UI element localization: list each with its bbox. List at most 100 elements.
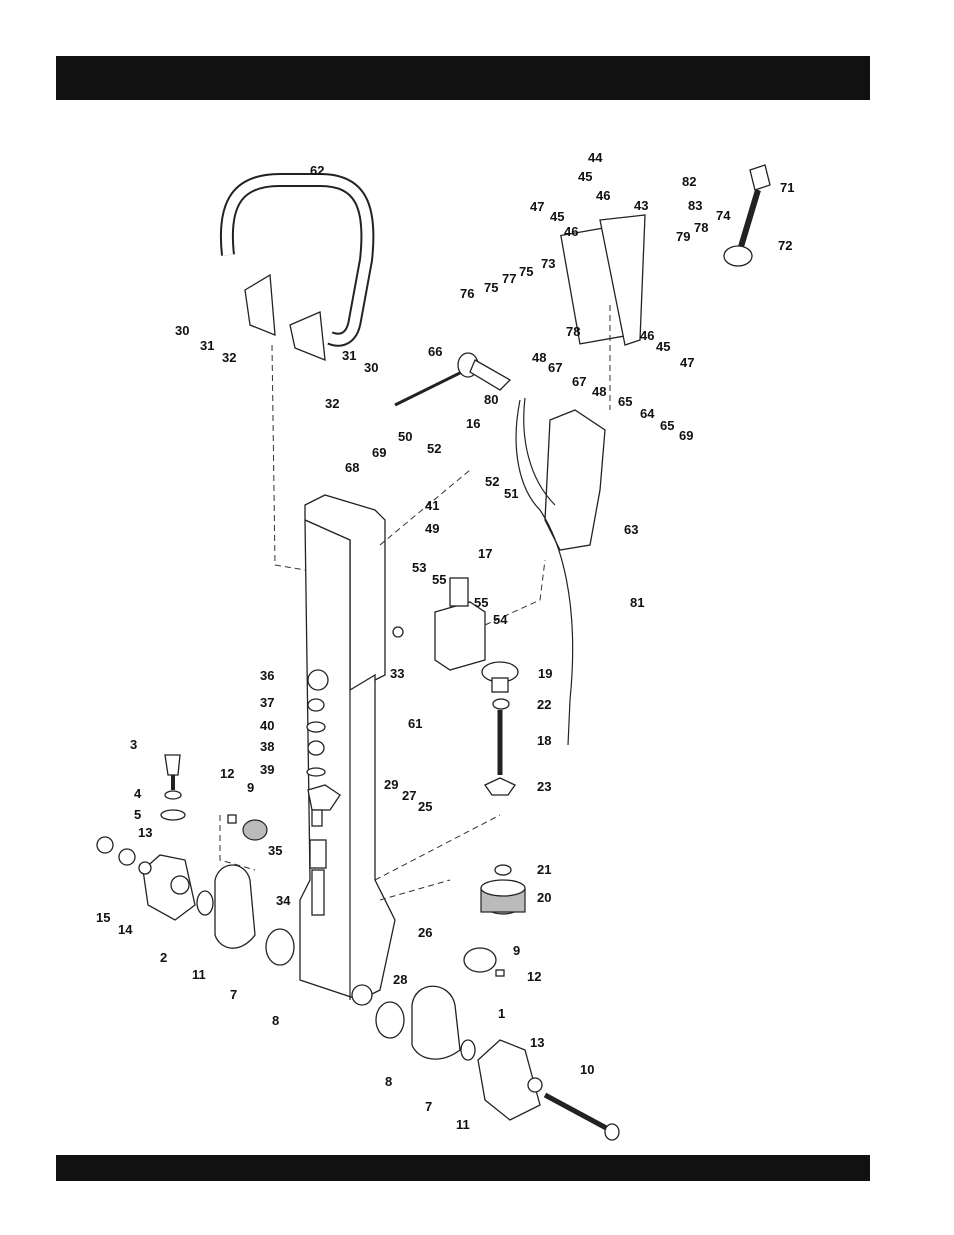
callout-label: 48 <box>592 384 606 399</box>
callout-label: 12 <box>527 969 541 984</box>
callout-label: 4 <box>134 786 142 801</box>
callout-label: 13 <box>138 825 152 840</box>
handle-bar <box>227 180 368 360</box>
callout-label: 82 <box>682 174 696 189</box>
callout-label: 52 <box>427 441 441 456</box>
callout-label: 9 <box>513 943 520 958</box>
callout-label: 25 <box>418 799 432 814</box>
callout-label: 36 <box>260 668 274 683</box>
callout-label: 18 <box>537 733 551 748</box>
callout-label: 79 <box>676 229 690 244</box>
stud-assembly <box>482 662 518 795</box>
callout-label: 30 <box>175 323 189 338</box>
callout-label: 31 <box>342 348 356 363</box>
callout-label: 29 <box>384 777 398 792</box>
callout-label: 69 <box>372 445 386 460</box>
callout-label: 71 <box>780 180 794 195</box>
callout-label: 11 <box>456 1117 470 1132</box>
callout-label: 19 <box>538 666 552 681</box>
callout-label: 15 <box>96 910 110 925</box>
callout-label: 14 <box>118 922 133 937</box>
callout-label: 67 <box>572 374 586 389</box>
callout-label: 40 <box>260 718 274 733</box>
callout-label: 32 <box>325 396 339 411</box>
callout-label: 32 <box>222 350 236 365</box>
callout-label: 45 <box>550 209 564 224</box>
callout-label: 53 <box>412 560 426 575</box>
rubber-mount <box>481 865 525 914</box>
callout-label: 61 <box>408 716 422 731</box>
callout-label: 22 <box>537 697 551 712</box>
callout-label: 13 <box>530 1035 544 1050</box>
callout-label: 37 <box>260 695 274 710</box>
callout-label: 43 <box>634 198 648 213</box>
callout-label: 55 <box>432 572 446 587</box>
callout-label: 68 <box>345 460 359 475</box>
callout-label: 35 <box>268 843 282 858</box>
callout-label: 73 <box>541 256 555 271</box>
callout-label: 74 <box>716 208 731 223</box>
callout-label: 75 <box>519 264 533 279</box>
callout-label: 49 <box>425 521 439 536</box>
callout-label: 54 <box>493 612 508 627</box>
callout-label: 28 <box>393 972 407 987</box>
callout-label: 69 <box>679 428 693 443</box>
callout-label: 72 <box>778 238 792 253</box>
callout-label: 75 <box>484 280 498 295</box>
callout-label: 81 <box>630 595 644 610</box>
callout-label: 47 <box>680 355 694 370</box>
callout-label: 47 <box>530 199 544 214</box>
callout-label: 26 <box>418 925 432 940</box>
callout-label: 62 <box>310 163 324 178</box>
callout-label: 46 <box>640 328 654 343</box>
callout-label: 44 <box>588 150 603 165</box>
callout-label: 12 <box>220 766 234 781</box>
callout-label: 80 <box>484 392 498 407</box>
callout-label: 65 <box>660 418 674 433</box>
callout-label: 48 <box>532 350 546 365</box>
callout-label: 51 <box>504 486 518 501</box>
callout-label: 16 <box>466 416 480 431</box>
callout-label: 78 <box>694 220 708 235</box>
callout-label: 39 <box>260 762 274 777</box>
callout-label: 3 <box>130 737 137 752</box>
callout-label: 34 <box>276 893 291 908</box>
callout-label: 46 <box>564 224 578 239</box>
callout-label: 1 <box>498 1006 505 1021</box>
callout-label: 33 <box>390 666 404 681</box>
callout-label: 7 <box>425 1099 432 1114</box>
callout-label: 76 <box>460 286 474 301</box>
callout-label: 5 <box>134 807 141 822</box>
callout-label: 20 <box>537 890 551 905</box>
callout-label: 9 <box>247 780 254 795</box>
callout-label: 46 <box>596 188 610 203</box>
callout-label: 2 <box>160 950 167 965</box>
callout-label: 31 <box>200 338 214 353</box>
callout-label: 11 <box>192 967 206 982</box>
callout-label: 77 <box>502 271 516 286</box>
callout-label: 66 <box>428 344 442 359</box>
callout-label: 30 <box>364 360 378 375</box>
solenoid <box>435 578 485 670</box>
callout-label: 27 <box>402 788 416 803</box>
callout-label: 38 <box>260 739 274 754</box>
callout-label: 50 <box>398 429 412 444</box>
callout-label: 64 <box>640 406 655 421</box>
callout-label: 78 <box>566 324 580 339</box>
right-mounting-parts <box>376 948 619 1140</box>
callout-label: 17 <box>478 546 492 561</box>
throttle-lever <box>724 165 770 266</box>
callout-label: 8 <box>385 1074 392 1089</box>
callout-label: 65 <box>618 394 632 409</box>
callout-label: 21 <box>537 862 551 877</box>
callout-label: 45 <box>656 339 670 354</box>
callout-label: 10 <box>580 1062 594 1077</box>
callout-label: 41 <box>425 498 439 513</box>
callout-label: 67 <box>548 360 562 375</box>
callout-label: 63 <box>624 522 638 537</box>
callout-label: 83 <box>688 198 702 213</box>
callout-label: 55 <box>474 595 488 610</box>
callout-label: 23 <box>537 779 551 794</box>
callout-label: 7 <box>230 987 237 1002</box>
